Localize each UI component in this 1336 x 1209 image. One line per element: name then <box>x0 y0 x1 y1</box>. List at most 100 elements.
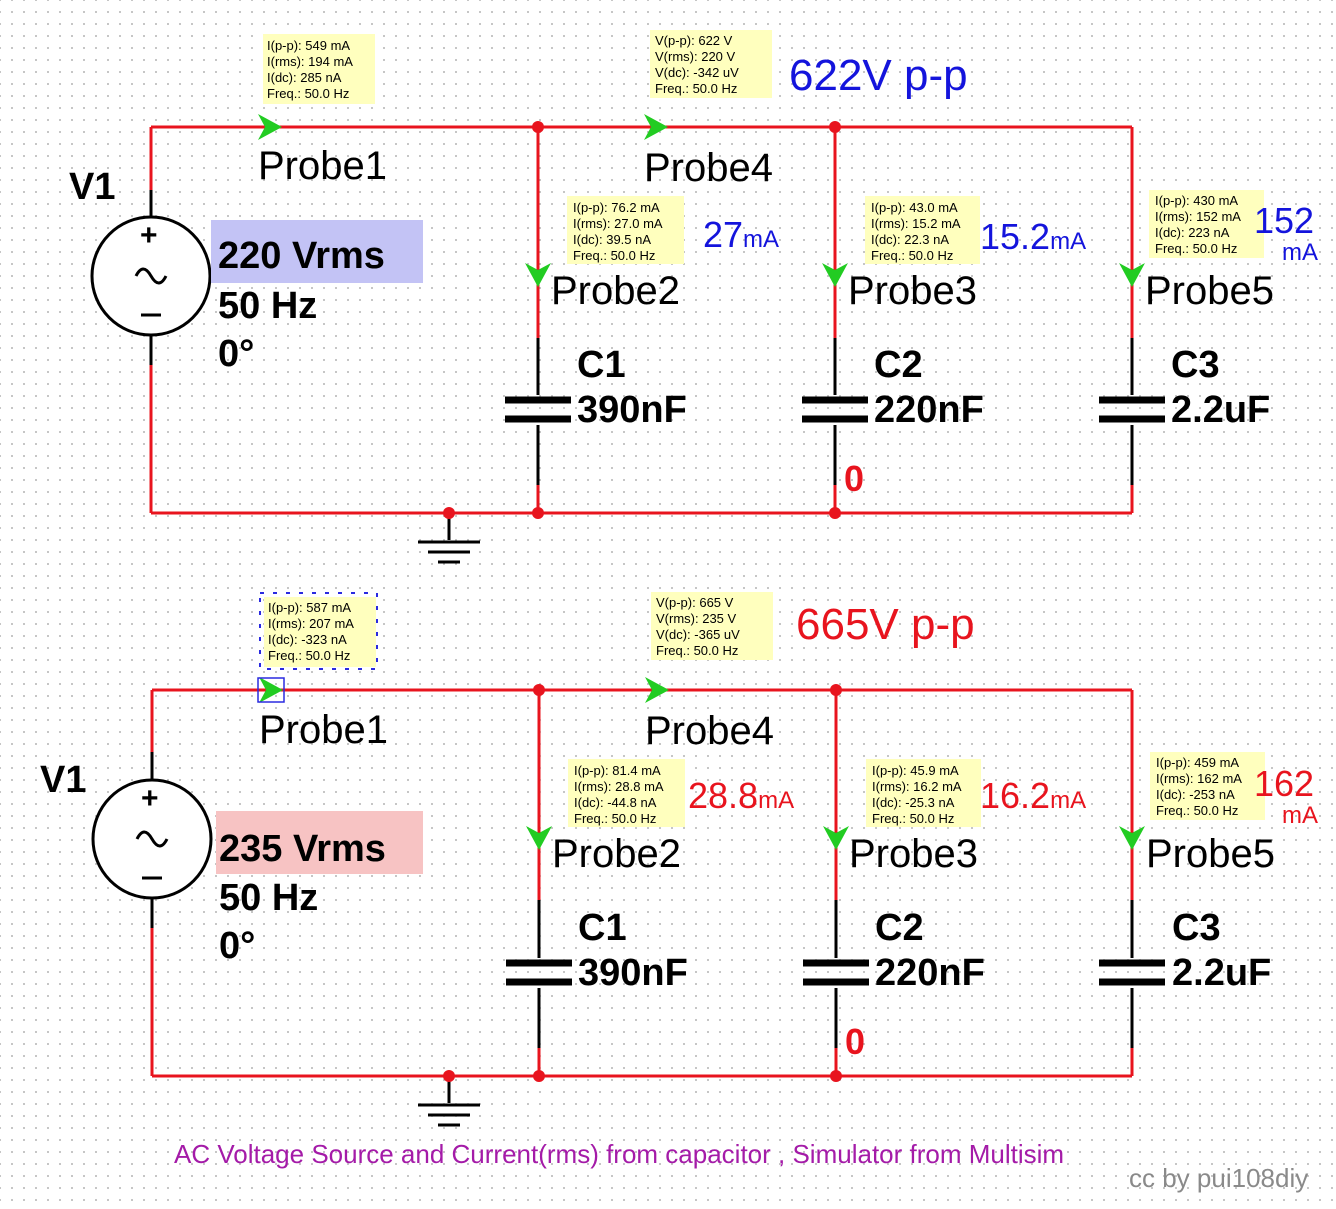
source-name: V1 <box>69 166 115 208</box>
readout-line: I(dc): -323 nA <box>268 632 347 647</box>
probe4[interactable]: V(p-p): 622 V V(rms): 220 V V(dc): -342 … <box>644 30 773 190</box>
probe4-readout-box <box>651 592 773 660</box>
source-phase: 0° <box>218 333 254 375</box>
readout-line: I(p-p): 76.2 mA <box>573 200 660 215</box>
net-label: 0 <box>844 458 864 499</box>
probe-label: Probe4 <box>645 709 774 753</box>
probe2-readout-box <box>568 759 685 827</box>
source-frequency: 50 Hz <box>219 877 318 919</box>
capacitor-name: C2 <box>875 907 924 949</box>
wires <box>150 688 1134 1103</box>
probe2[interactable]: I(p-p): 76.2 mA I(rms): 27.0 mA I(dc): 3… <box>525 196 684 313</box>
readout-line: Freq.: 50.0 Hz <box>574 811 656 826</box>
capacitor-name: C1 <box>578 907 627 949</box>
sine-icon <box>135 830 169 848</box>
probe-label: Probe5 <box>1146 832 1275 876</box>
probe3[interactable]: I(p-p): 45.9 mA I(rms): 16.2 mA I(dc): -… <box>823 759 981 876</box>
readout-line: I(dc): 223 nA <box>1155 225 1230 240</box>
source-name: V1 <box>40 759 86 801</box>
readout-line: I(rms): 162 mA <box>1156 771 1242 786</box>
caption: AC Voltage Source and Current(rms) from … <box>174 1139 1064 1169</box>
readout-line: I(rms): 207 mA <box>268 616 354 631</box>
current-unit: mA <box>1282 239 1318 266</box>
capacitor-c1[interactable]: C1 390nF <box>505 344 687 431</box>
probe5-readout-box <box>1150 752 1265 820</box>
capacitor-c3[interactable]: C3 2.2uF <box>1099 344 1270 431</box>
readout-line: V(rms): 220 V <box>655 49 736 64</box>
probe1[interactable]: I(p-p): 587 mA I(rms): 207 mA I(dc): -32… <box>257 592 388 752</box>
capacitor-value: 220nF <box>875 952 985 994</box>
probe-label: Probe4 <box>644 146 773 190</box>
source-voltage: 235 Vrms <box>219 828 386 870</box>
source-phase: 0° <box>219 925 255 967</box>
capacitor-c3[interactable]: C3 2.2uF <box>1099 907 1271 994</box>
capacitor-value: 220nF <box>874 389 984 431</box>
current-label: 28.8mA <box>688 775 794 816</box>
readout-line: Freq.: 50.0 Hz <box>871 248 953 263</box>
junction-dots <box>443 684 842 1082</box>
readout-line: I(p-p): 459 mA <box>1156 755 1239 770</box>
net-label: 0 <box>845 1021 865 1062</box>
readout-line: I(p-p): 81.4 mA <box>574 763 661 778</box>
probe5[interactable]: I(p-p): 430 mA I(rms): 152 mA I(dc): 223… <box>1119 190 1274 313</box>
ac-voltage-source[interactable]: + <box>91 778 213 900</box>
readout-line: V(p-p): 665 V <box>656 595 734 610</box>
sine-icon <box>134 267 168 285</box>
readout-line: I(rms): 194 mA <box>267 54 353 69</box>
readout-line: Freq.: 50.0 Hz <box>573 248 655 263</box>
readout-line: Freq.: 50.0 Hz <box>1155 241 1237 256</box>
selection-handle <box>257 677 285 703</box>
source-voltage-highlight <box>211 220 423 283</box>
node-voltage-label: 665V p-p <box>796 600 975 649</box>
probe1-readout-box <box>264 597 376 667</box>
probe-label: Probe2 <box>551 269 680 313</box>
capacitor-c2[interactable]: C2 220nF <box>803 907 985 994</box>
probe-label: Probe3 <box>848 269 977 313</box>
readout-line: Freq.: 50.0 Hz <box>1156 803 1238 818</box>
current-label: 27mA <box>703 214 779 255</box>
probe4[interactable]: V(p-p): 665 V V(rms): 235 V V(dc): -365 … <box>645 592 774 753</box>
readout-line: V(dc): -342 uV <box>655 65 739 80</box>
probe-arrow-icon <box>645 677 669 703</box>
current-value: 152 <box>1254 200 1314 241</box>
probe-arrow-icon <box>525 263 551 287</box>
wires <box>149 125 1134 540</box>
current-unit: mA <box>1282 802 1318 829</box>
capacitor-name: C3 <box>1171 344 1220 386</box>
probe-label: Probe3 <box>849 832 978 876</box>
readout-line: I(rms): 27.0 mA <box>573 216 663 231</box>
readout-line: Freq.: 50.0 Hz <box>656 643 738 658</box>
probe1-readout-box <box>263 34 375 104</box>
readout-line: V(rms): 235 V <box>656 611 737 626</box>
capacitor-c2[interactable]: C2 220nF <box>802 344 984 431</box>
ac-voltage-source[interactable]: + <box>90 215 212 337</box>
source-voltage-highlight <box>216 811 423 874</box>
readout-line: I(p-p): 549 mA <box>267 38 350 53</box>
readout-line: I(p-p): 430 mA <box>1155 193 1238 208</box>
current-label: 16.2mA <box>980 775 1086 816</box>
capacitor-name: C1 <box>577 344 626 386</box>
probe3[interactable]: I(p-p): 43.0 mA I(rms): 15.2 mA I(dc): 2… <box>822 196 980 313</box>
circuit-1: + V1 220 Vrms 50 Hz 0° I(p-p): 549 mA I(… <box>69 30 1318 564</box>
capacitor-name: C2 <box>874 344 923 386</box>
circuit-2: + V1 235 Vrms 50 Hz 0° I(p-p): 587 mA I(… <box>40 592 1318 1127</box>
plus-sign: + <box>140 219 158 252</box>
probe2-readout-box <box>567 196 684 264</box>
probe5[interactable]: I(p-p): 459 mA I(rms): 162 mA I(dc): -25… <box>1119 752 1275 876</box>
node-voltage-label: 622V p-p <box>789 51 968 100</box>
readout-line: I(p-p): 587 mA <box>268 600 351 615</box>
probe-arrow-icon <box>644 114 668 140</box>
readout-line: I(dc): -253 nA <box>1156 787 1235 802</box>
probe-arrow-icon <box>1119 826 1145 850</box>
source-frequency: 50 Hz <box>218 285 317 327</box>
probe-label: Probe2 <box>552 832 681 876</box>
probe-arrow-icon <box>822 263 848 287</box>
probe3-readout-box <box>866 759 981 827</box>
probe1[interactable]: I(p-p): 549 mA I(rms): 194 mA I(dc): 285… <box>258 34 387 188</box>
readout-line: I(p-p): 43.0 mA <box>871 200 958 215</box>
readout-line: V(p-p): 622 V <box>655 33 733 48</box>
readout-line: I(dc): 285 nA <box>267 70 342 85</box>
capacitor-c1[interactable]: C1 390nF <box>506 907 688 994</box>
probe2[interactable]: I(p-p): 81.4 mA I(rms): 28.8 mA I(dc): -… <box>526 759 685 876</box>
